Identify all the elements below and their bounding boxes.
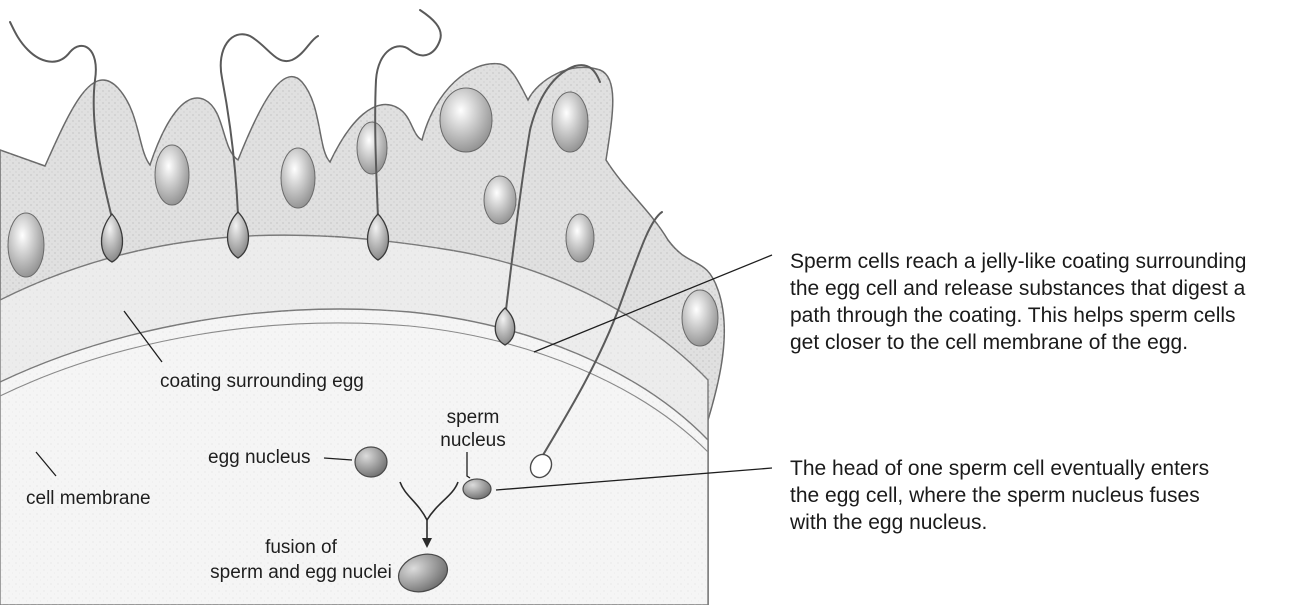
label-sperm-nucleus: sperm nucleus xyxy=(440,406,506,452)
callout-line: with the egg nucleus. xyxy=(790,509,1209,536)
callout-line: path through the coating. This helps spe… xyxy=(790,302,1246,329)
label-egg-nucleus: egg nucleus xyxy=(208,446,310,469)
callout-line: the egg cell and release substances that… xyxy=(790,275,1246,302)
label-sperm-nucleus-line1: sperm xyxy=(440,406,506,429)
callout-line: The head of one sperm cell eventually en… xyxy=(790,455,1209,482)
sperm-nucleus-shape xyxy=(463,479,491,499)
label-cell-membrane: cell membrane xyxy=(26,487,151,510)
label-fusion: fusion of sperm and egg nuclei xyxy=(203,535,399,585)
callout-line: get closer to the cell membrane of the e… xyxy=(790,329,1246,356)
egg-nucleus-shape xyxy=(355,447,387,477)
label-fusion-line2: sperm and egg nuclei xyxy=(203,560,399,585)
callout-sperm-entry: The head of one sperm cell eventually en… xyxy=(790,455,1209,536)
callout-line: the egg cell, where the sperm nucleus fu… xyxy=(790,482,1209,509)
callout-coating-digestion: Sperm cells reach a jelly-like coating s… xyxy=(790,248,1246,356)
label-sperm-nucleus-line2: nucleus xyxy=(440,429,506,452)
callout-line: Sperm cells reach a jelly-like coating s… xyxy=(790,248,1246,275)
label-fusion-line1: fusion of xyxy=(203,535,399,560)
label-coating-surrounding-egg: coating surrounding egg xyxy=(160,370,364,393)
